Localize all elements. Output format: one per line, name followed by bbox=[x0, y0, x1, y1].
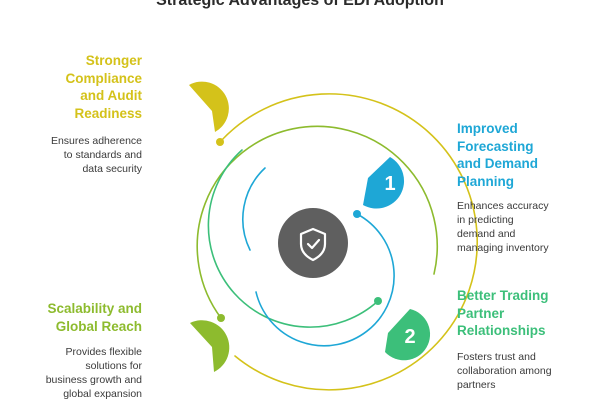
text-line: Stronger bbox=[85, 53, 142, 68]
center-hub bbox=[278, 208, 348, 278]
text-line: Fosters trust and bbox=[457, 351, 536, 363]
text-line: Forecasting bbox=[457, 138, 534, 154]
arc-ring-3 bbox=[196, 125, 439, 319]
connector-dot-1 bbox=[353, 210, 361, 218]
diagram-title: Strategic Advantages of EDI Adoption bbox=[156, 0, 444, 9]
text-line: Partner bbox=[457, 305, 505, 321]
text-line: solutions for bbox=[85, 360, 142, 372]
arc-ring-1b bbox=[242, 167, 266, 251]
text-line: Provides flexible bbox=[65, 346, 142, 358]
text-line: Better Trading bbox=[457, 288, 549, 303]
advantage-2-description: Fosters trust and collaboration among part… bbox=[457, 350, 587, 392]
text-line: business growth and bbox=[45, 374, 142, 386]
text-line: Global Reach bbox=[55, 318, 142, 334]
text-line: and Audit bbox=[80, 88, 142, 103]
text-line: Ensures adherence bbox=[50, 135, 142, 147]
badge-1: 1 bbox=[363, 157, 405, 209]
text-line: Compliance bbox=[65, 70, 142, 86]
text-line: demand and bbox=[457, 228, 516, 240]
arc-ring-2 bbox=[207, 149, 379, 328]
text-line: to standards and bbox=[63, 149, 142, 161]
badge-2: 2 bbox=[385, 309, 431, 361]
text-line: in predicting bbox=[457, 214, 514, 226]
text-line: Scalability and bbox=[47, 301, 142, 316]
text-line: collaboration among bbox=[457, 365, 552, 377]
advantage-1-description: Enhances accuracy in predicting demand and… bbox=[457, 199, 587, 255]
arc-ring-4 bbox=[219, 93, 478, 391]
text-line: Relationships bbox=[457, 323, 546, 338]
badge-3: 3 bbox=[184, 320, 230, 372]
text-line: Improved bbox=[457, 121, 518, 136]
arc-ring-1 bbox=[255, 213, 395, 347]
shield-check-icon bbox=[299, 227, 327, 262]
connector-dot-3 bbox=[217, 314, 225, 322]
advantage-4-description: Ensures adherence to standards and data se… bbox=[0, 134, 142, 176]
badge-2-number: 2 bbox=[404, 326, 415, 348]
connector-dot-4 bbox=[216, 138, 224, 146]
text-line: managing inventory bbox=[457, 242, 549, 254]
text-line: Enhances accuracy bbox=[457, 200, 549, 212]
badge-4-number: 4 bbox=[183, 101, 195, 123]
text-line: Planning bbox=[457, 173, 514, 189]
connector-dot-2 bbox=[374, 297, 382, 305]
text-line: global expansion bbox=[63, 388, 142, 400]
text-line: partners bbox=[457, 379, 496, 391]
text-line: and Demand bbox=[457, 156, 539, 171]
advantage-3-description: Provides flexible solutions for business g… bbox=[0, 345, 142, 401]
badge-3-number: 3 bbox=[184, 340, 195, 362]
text-line: Readiness bbox=[74, 105, 142, 121]
badge-4: 4 bbox=[183, 81, 229, 132]
text-line: data security bbox=[82, 163, 142, 175]
badge-1-number: 1 bbox=[384, 173, 395, 195]
